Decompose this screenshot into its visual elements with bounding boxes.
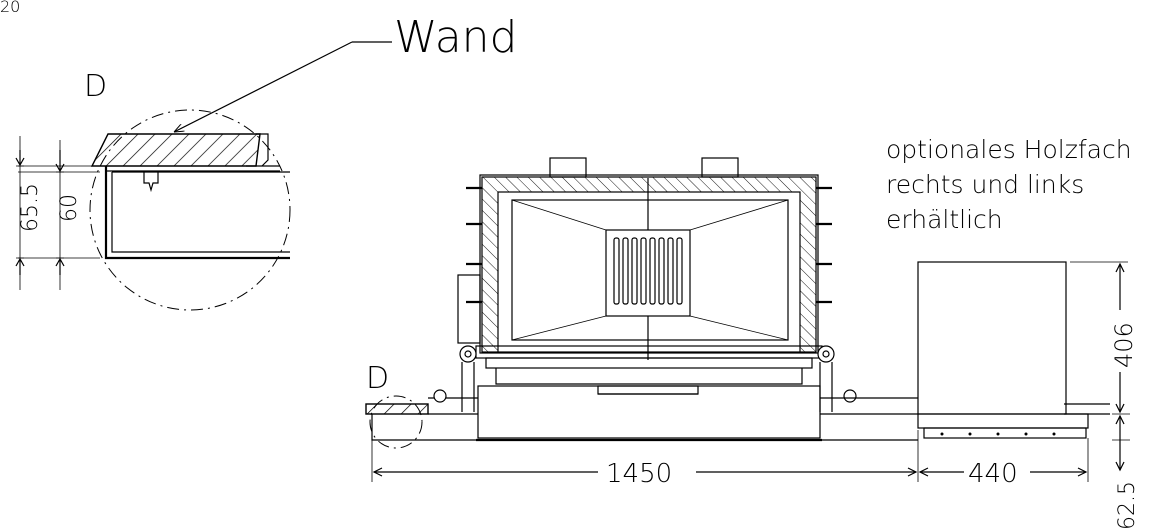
note-line-3: erhältlich <box>886 205 1003 234</box>
dim-width-woodbox: 440 <box>968 459 1018 489</box>
floor-section <box>365 403 429 415</box>
dim-width-main: 1450 <box>606 459 672 489</box>
detail-d-marker: D <box>366 361 423 449</box>
dim-inner-depth: 60 <box>57 194 82 222</box>
dim-base-height: 62.5 <box>1115 481 1140 530</box>
wood-box-note: optionales Holzfach rechts und links erh… <box>886 135 1132 234</box>
note-line-1: optionales Holzfach <box>886 135 1132 164</box>
detail-label-bottom: D <box>366 361 389 396</box>
wall-label: Wand <box>394 12 517 63</box>
detail-d-view: D 65.5 60 <box>15 69 291 311</box>
note-line-2: rechts und links <box>886 170 1084 199</box>
figure-number: 20 <box>0 0 20 16</box>
dim-outer-depth: 65.5 <box>18 183 43 232</box>
dim-height-woodbox: 406 <box>1110 322 1138 368</box>
dimension-lines: 1450 440 406 62.5 <box>371 261 1140 530</box>
stove-front-view <box>457 157 835 442</box>
wall-section <box>90 133 261 167</box>
detail-label-top: D <box>84 69 107 104</box>
grate-slots <box>613 237 683 305</box>
wall-callout: Wand <box>174 12 517 132</box>
wood-box <box>917 261 1089 439</box>
wood-box-dots <box>940 432 1056 436</box>
